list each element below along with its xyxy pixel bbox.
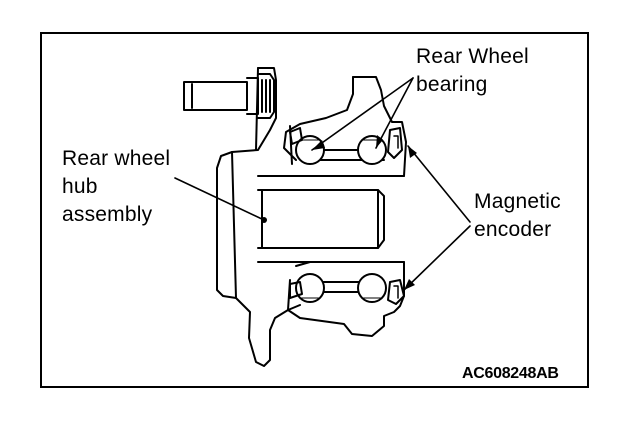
rear-wheel-hub-line-2: hub	[62, 175, 98, 198]
rear-wheel-bearing-line-1: Rear Wheel	[416, 45, 529, 68]
figure-code: AC608248AB	[462, 365, 559, 382]
wheel-stud	[183, 73, 275, 119]
rear-wheel-bearing-line-2: bearing	[416, 73, 488, 96]
leader-ends	[261, 135, 417, 290]
seals-and-encoders	[289, 127, 405, 305]
rear-wheel-hub-line-3: assembly	[62, 203, 153, 226]
hub-bore	[257, 175, 405, 263]
hub-flange	[216, 67, 301, 367]
magnetic-encoder-line-1: Magnetic	[474, 190, 561, 213]
diagram-frame	[40, 32, 589, 388]
rear-wheel-hub-assembly-label: Rear wheel hub assembly	[62, 145, 170, 229]
rear-wheel-hub-line-1: Rear wheel	[62, 147, 171, 170]
bearing-balls	[295, 135, 387, 303]
leader-lines	[174, 77, 471, 291]
rear-wheel-bearing-label: Rear Wheel bearing	[416, 43, 529, 99]
magnetic-encoder-line-2: encoder	[474, 218, 552, 241]
magnetic-encoder-label: Magnetic encoder	[474, 188, 561, 244]
